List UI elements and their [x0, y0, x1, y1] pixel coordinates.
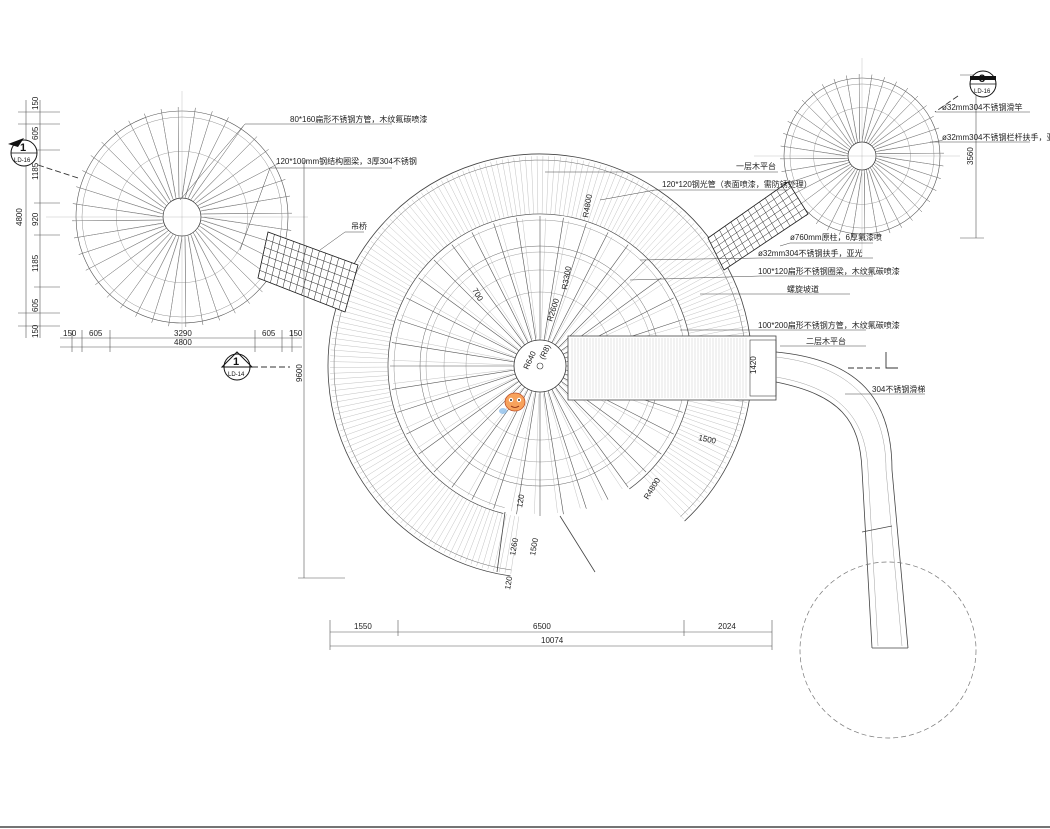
dim-1500-b: 1500 — [528, 537, 540, 557]
right-dimension: 3560 — [960, 74, 984, 239]
dim-left-v-1: 605 — [31, 126, 40, 140]
tag-3-right-ref: LD-16 — [974, 89, 991, 95]
dim-left-h-total: 4800 — [174, 338, 192, 347]
dim-120-b: 120 — [503, 575, 514, 590]
note-32-railing: ø32mm304不锈钢栏杆扶手，亚光 — [942, 132, 1050, 142]
bottom-dimensions: 1550 6500 2024 10074 — [329, 620, 773, 650]
suspension-bridges — [257, 181, 809, 313]
note-first-deck: 一层木平台 — [736, 161, 776, 171]
note-second-deck: 二层木平台 — [806, 336, 846, 346]
height-dimension: 9600 — [295, 160, 345, 579]
left-vertical-dimensions: 150 605 1185 920 1185 605 150 4800 — [15, 96, 60, 338]
note-steel-slide: 304不锈钢滑梯 — [872, 384, 925, 394]
mascot-icon — [499, 392, 526, 414]
dim-bottom-1: 6500 — [533, 622, 551, 631]
note-32-slide-pole: ø32mm304不锈钢滑竿 — [942, 102, 1022, 112]
tag-1-bottom-ref: LD-14 — [228, 372, 245, 378]
note-100x120-beam: 100*120扁形不锈钢圈梁，木纹氟碳喷漆 — [758, 266, 900, 276]
tag-1-left-number: 1 — [20, 142, 26, 154]
annotation-leaders — [179, 111, 1030, 395]
dim-r4800-top: R4800 — [581, 193, 594, 218]
dim-r3300: R3300 — [560, 265, 573, 290]
section-tag-1-left: 1 LD-16 — [8, 138, 79, 179]
dim-left-v-3: 920 — [31, 212, 40, 226]
note-spiral-ramp: 螺旋坡道 — [787, 284, 819, 294]
dim-left-total: 4800 — [15, 208, 24, 226]
tag-1-left-ref: LD-16 — [14, 158, 31, 164]
dim-r2600: R2600 — [545, 297, 561, 323]
dim-left-h-2: 3290 — [174, 329, 192, 338]
section-tag-1-bottom: 1 LD-14 — [220, 351, 290, 381]
left-horizontal-dimensions: 150 605 3290 605 150 4800 — [60, 329, 303, 352]
dim-1420: 1420 — [749, 356, 758, 374]
note-suspension-bridge: 吊桥 — [351, 221, 367, 231]
dim-bottom-total: 10074 — [541, 636, 564, 645]
note-760-column: ø760mm原柱，6厚氟漆喷 — [790, 232, 882, 242]
dim-bottom-0: 1550 — [354, 622, 372, 631]
dim-left-v-4: 1185 — [31, 254, 40, 272]
dim-left-h-1: 605 — [89, 329, 103, 338]
dim-120-a: 120 — [515, 493, 526, 508]
dim-right-3560: 3560 — [966, 147, 975, 165]
section-mark-right — [848, 352, 898, 369]
section-tag-3-right: 3 LD-16 — [934, 70, 997, 113]
tag-3-right-number: 3 — [979, 73, 985, 85]
right-round-platform — [754, 58, 960, 254]
dim-left-v-5: 605 — [31, 298, 40, 312]
dim-left-v-2: 1185 — [31, 162, 40, 180]
slide-structure — [775, 351, 909, 649]
left-round-platform — [46, 91, 308, 343]
dim-1260: 1260 — [508, 537, 520, 557]
dim-bottom-2: 2024 — [718, 622, 736, 631]
dim-left-v-6: 150 — [31, 324, 40, 338]
note-120-steel-tube: 120*120钢光管（表面喷漆，需防锈处理） — [662, 179, 812, 189]
dim-height: 9600 — [295, 364, 304, 382]
tag-1-bottom-number: 1 — [233, 356, 239, 368]
dim-r4800-bottom: R4800 — [642, 476, 662, 501]
dim-left-v-0: 150 — [31, 96, 40, 110]
note-32-handrail: ø32mm304不锈钢扶手，亚光 — [758, 248, 862, 258]
dim-left-h-4: 150 — [289, 329, 303, 338]
dim-left-h-0: 150 — [63, 329, 77, 338]
slide-landing-zone — [799, 561, 977, 739]
note-ring-beam: 120*100mm钢结构圈梁，3厚304不锈钢 — [276, 156, 417, 166]
dim-left-h-3: 605 — [262, 329, 276, 338]
note-100x200-tube: 100*200扁形不锈钢方管，木纹氟碳喷漆 — [758, 320, 900, 330]
note-80x160-tube: 80*160扁形不锈钢方管，木纹氟碳喷漆 — [290, 114, 427, 124]
main-spiral-structure — [327, 153, 777, 577]
dim-1500: 1500 — [698, 433, 718, 446]
